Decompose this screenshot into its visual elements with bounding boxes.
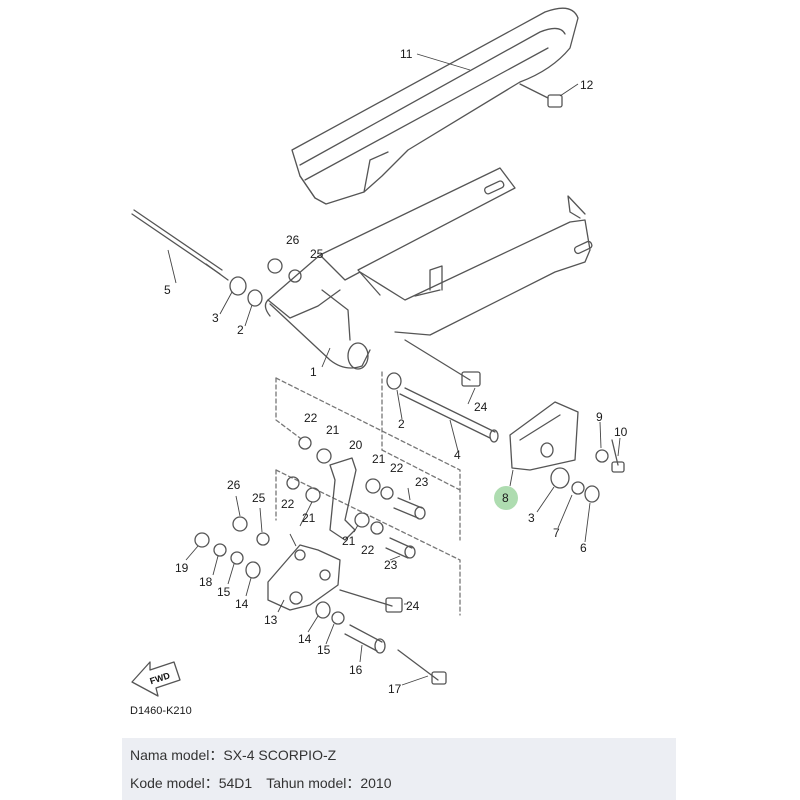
label-2: 2 [398,417,405,431]
label-6: 6 [580,541,587,555]
washer-22d [370,521,384,535]
highlight-marker [494,486,518,510]
collar-2b [386,372,402,390]
bolt-10 [611,439,625,473]
relay-arm-13 [267,544,341,611]
label-4: 4 [454,448,461,462]
label-18: 18 [199,575,213,589]
bush-14a [245,561,261,579]
label-22: 22 [390,461,404,475]
bolt-24a [404,339,481,387]
label-24: 24 [474,400,488,414]
model-code-value: 54D1 [218,775,253,791]
label-23: 23 [384,558,398,572]
model-info-panel: Nama model：SX-4 SCORPIO-Z Kode model：54D… [122,738,676,800]
washer-22b [380,486,394,500]
label-9: 9 [596,410,603,424]
label-12: 12 [580,78,594,92]
collar-23a [393,497,426,520]
label-26: 26 [286,233,300,247]
separator: ： [209,747,224,763]
bush-21d [354,512,370,528]
collar-16 [344,624,386,654]
label-14: 14 [298,632,312,646]
bolt-17 [397,649,447,685]
label-26: 26 [227,478,241,492]
model-name-row: Nama model：SX-4 SCORPIO-Z [130,745,336,765]
nut-6 [584,485,600,503]
label-15: 15 [217,585,231,599]
washer-22a [298,436,312,450]
label-21: 21 [326,423,340,437]
label-2: 2 [237,323,244,337]
label-23: 23 [415,475,429,489]
label-15: 15 [317,643,331,657]
washer-15b [331,611,345,625]
washer-7 [571,481,585,495]
label-8: 8 [502,491,509,505]
label-3: 3 [212,311,219,325]
label-14: 14 [235,597,249,611]
label-20: 20 [349,438,363,452]
fwd-arrow-icon [131,661,181,697]
axle-5 [131,209,229,281]
bolt-24b [339,589,403,613]
part-labels: 11 12 26 25 5 3 2 1 2 24 4 9 10 8 3 7 6 … [164,47,628,696]
label-21: 21 [302,511,316,525]
nut-19 [194,532,210,548]
label-22: 22 [304,411,318,425]
label-22: 22 [361,543,375,557]
nut-26a [267,258,283,274]
label-24: 24 [406,599,420,613]
year-label: Tahun model [266,775,347,791]
exploded-frame [275,371,461,616]
chain-puller-8 [509,401,579,471]
label-11: 11 [400,47,413,61]
bush-3b [550,467,570,489]
label-7: 7 [553,526,560,540]
parts-diagram: 11 12 26 25 5 3 2 1 2 24 4 9 10 8 3 7 6 … [130,7,628,717]
washer-22c [286,476,300,490]
label-21: 21 [342,534,356,548]
nut-9 [595,449,609,463]
label-22: 22 [281,497,295,511]
label-13: 13 [264,613,278,627]
bush-21b [365,478,381,494]
label-3: 3 [528,511,535,525]
label-5: 5 [164,283,171,297]
label-1: 1 [310,365,317,379]
separator: ： [346,775,361,791]
bolt-12 [519,83,563,108]
label-17: 17 [388,682,402,696]
label-25: 25 [310,247,324,261]
separator: ： [204,775,219,791]
bush-21a [316,448,332,464]
model-name-label: Nama model [130,747,210,763]
label-25: 25 [252,491,266,505]
bush-14b [315,601,331,619]
shaft-4 [399,387,499,443]
bush-3a [229,276,247,296]
label-16: 16 [349,663,363,677]
collar-2a [247,289,263,307]
label-10: 10 [614,425,628,439]
model-code-label: Kode model [130,775,205,791]
swingarm [264,167,593,370]
nut-26b [232,516,248,532]
year-value: 2010 [360,775,392,791]
label-21: 21 [372,452,386,466]
bush-21c [305,487,321,503]
washer-15a [230,551,244,565]
washer-18 [213,543,227,557]
diagram-code: D1460-K210 [130,705,192,717]
washer-25a [288,269,302,283]
washer-25b [256,532,270,546]
label-19: 19 [175,561,189,575]
collar-23b [385,537,416,559]
model-name-value: SX-4 SCORPIO-Z [223,747,337,763]
chain-guard [291,7,579,205]
